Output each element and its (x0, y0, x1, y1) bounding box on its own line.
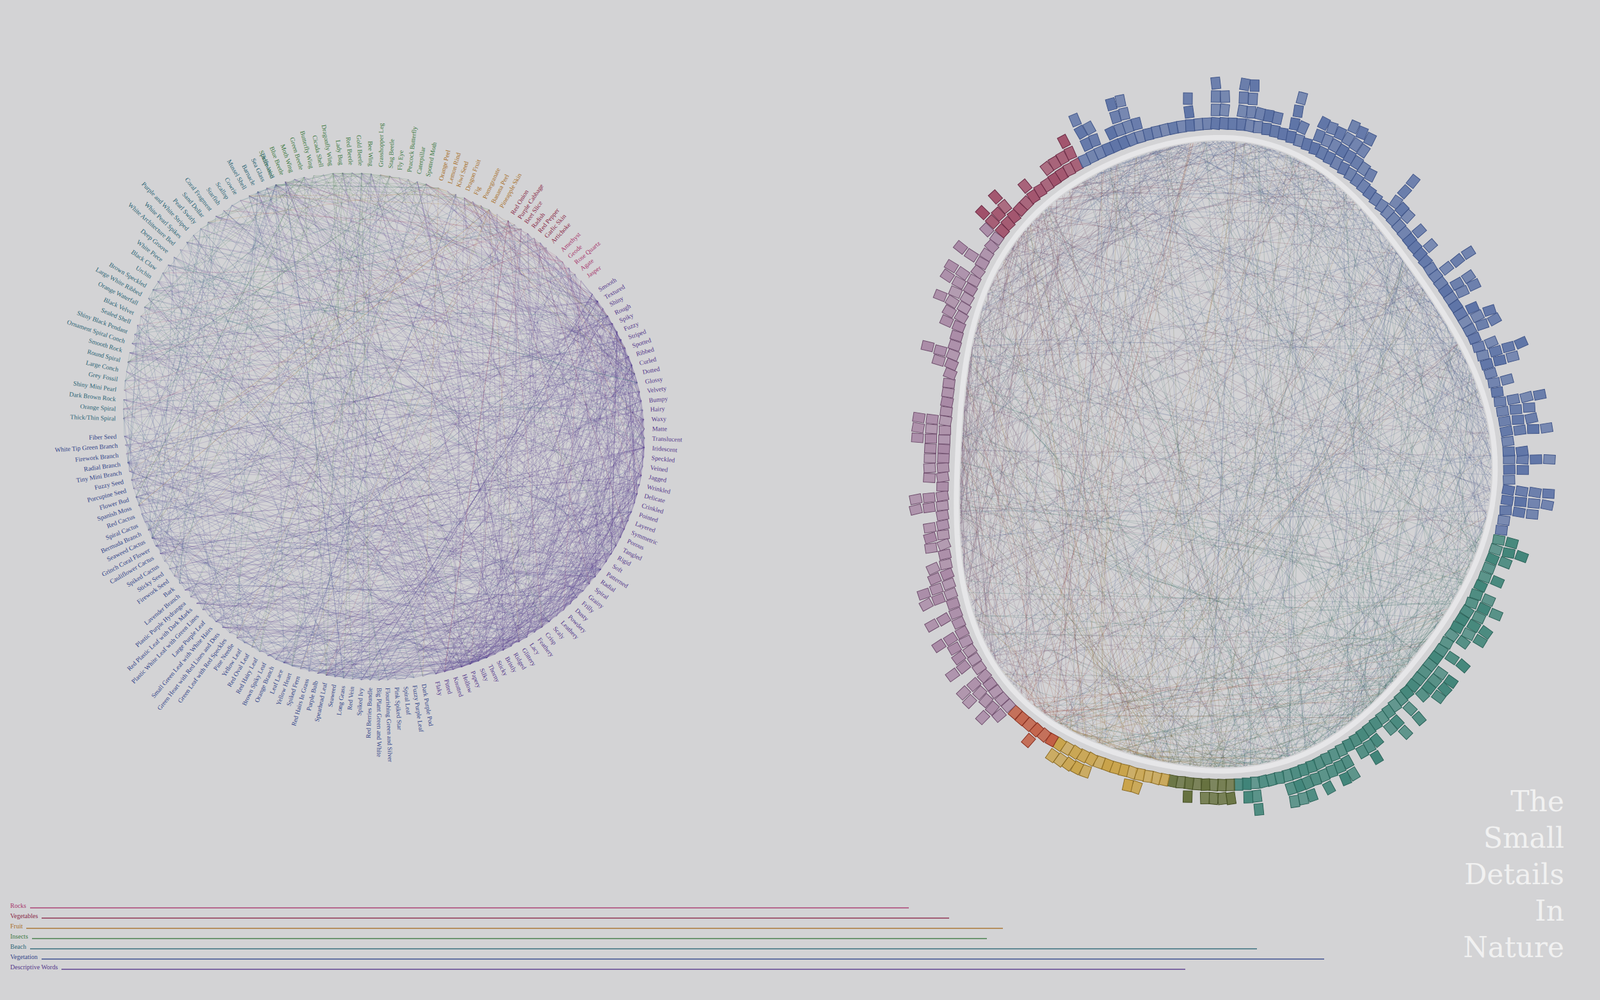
chord (1143, 154, 1478, 549)
chord (982, 600, 1453, 636)
chord (1244, 217, 1369, 767)
chord (960, 511, 1488, 512)
chord (975, 333, 1465, 579)
chord (976, 144, 1183, 332)
chord (148, 235, 194, 531)
chord (1029, 143, 1193, 703)
chord (148, 264, 169, 299)
chord (961, 467, 1356, 719)
chord (124, 352, 130, 391)
chord (144, 307, 638, 495)
chord (967, 586, 1136, 756)
chord (294, 179, 603, 309)
chord (962, 321, 1445, 555)
chord (1290, 156, 1435, 630)
chord (1062, 195, 1164, 762)
chord (174, 184, 276, 577)
